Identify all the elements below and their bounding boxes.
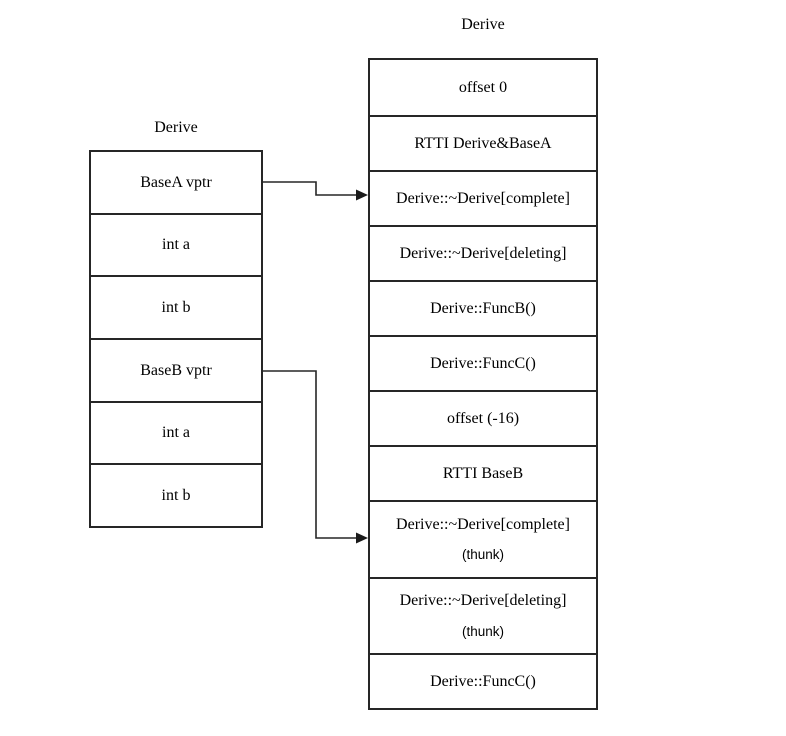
cell-label: Derive::~Derive[deleting] <box>399 244 567 262</box>
arrow-basea-vptr-to-vtable <box>263 181 368 201</box>
vtable-layout-table: offset 0 RTTI Derive&BaseA Derive::~Deri… <box>368 58 598 710</box>
cell-int-b-1: int b <box>91 275 261 338</box>
cell-label: Derive::~Derive[complete] <box>396 515 570 533</box>
cell-label: BaseA vptr <box>140 173 212 191</box>
cell-label: offset (-16) <box>446 409 520 427</box>
cell-label: BaseB vptr <box>140 361 212 379</box>
cell-label: Derive::~Derive[deleting] <box>399 592 567 610</box>
cell-basea-vptr: BaseA vptr <box>91 152 261 213</box>
cell-label: int b <box>161 298 191 316</box>
cell-funcc-2: Derive::FuncC() <box>370 653 596 708</box>
cell-offset-minus-16: offset (-16) <box>370 390 596 445</box>
cell-label: Derive::~Derive[complete] <box>396 189 570 207</box>
cell-rtti-baseb: RTTI BaseB <box>370 445 596 500</box>
cell-int-a-2: int a <box>91 400 261 464</box>
cell-label: offset 0 <box>458 78 508 96</box>
cell-label: int a <box>162 236 190 254</box>
arrow-baseb-vptr-to-vtable <box>263 370 368 544</box>
cell-int-a-1: int a <box>91 212 261 276</box>
cell-label: RTTI BaseB <box>442 464 524 482</box>
cell-sublabel: (thunk) <box>461 547 505 563</box>
arrowhead-icon <box>356 532 368 544</box>
cell-funcc-1: Derive::FuncC() <box>370 335 596 390</box>
cell-baseb-vptr: BaseB vptr <box>91 338 261 401</box>
cell-dtor-deleting: Derive::~Derive[deleting] <box>370 225 596 280</box>
object-layout-table: BaseA vptr int a int b BaseB vptr int a … <box>89 150 263 528</box>
cell-label: int b <box>161 486 191 504</box>
arrowhead-icon <box>356 189 368 201</box>
cell-dtor-complete: Derive::~Derive[complete] <box>370 170 596 225</box>
cell-dtor-deleting-thunk: Derive::~Derive[deleting] (thunk) <box>370 576 596 654</box>
left-table-title: Derive <box>154 119 198 136</box>
cell-funcb: Derive::FuncB() <box>370 280 596 335</box>
cell-int-b-2: int b <box>91 463 261 526</box>
cell-label: RTTI Derive&BaseA <box>414 134 552 152</box>
right-table-title: Derive <box>461 16 505 33</box>
cell-offset-0: offset 0 <box>370 60 596 115</box>
cell-label: int a <box>162 424 190 442</box>
cell-label: Derive::FuncC() <box>430 672 536 690</box>
cell-sublabel: (thunk) <box>461 623 505 639</box>
cell-dtor-complete-thunk: Derive::~Derive[complete] (thunk) <box>370 500 596 577</box>
cell-rtti-derive-basea: RTTI Derive&BaseA <box>370 115 596 170</box>
cell-label: Derive::FuncB() <box>430 299 536 317</box>
cell-label: Derive::FuncC() <box>430 354 536 372</box>
